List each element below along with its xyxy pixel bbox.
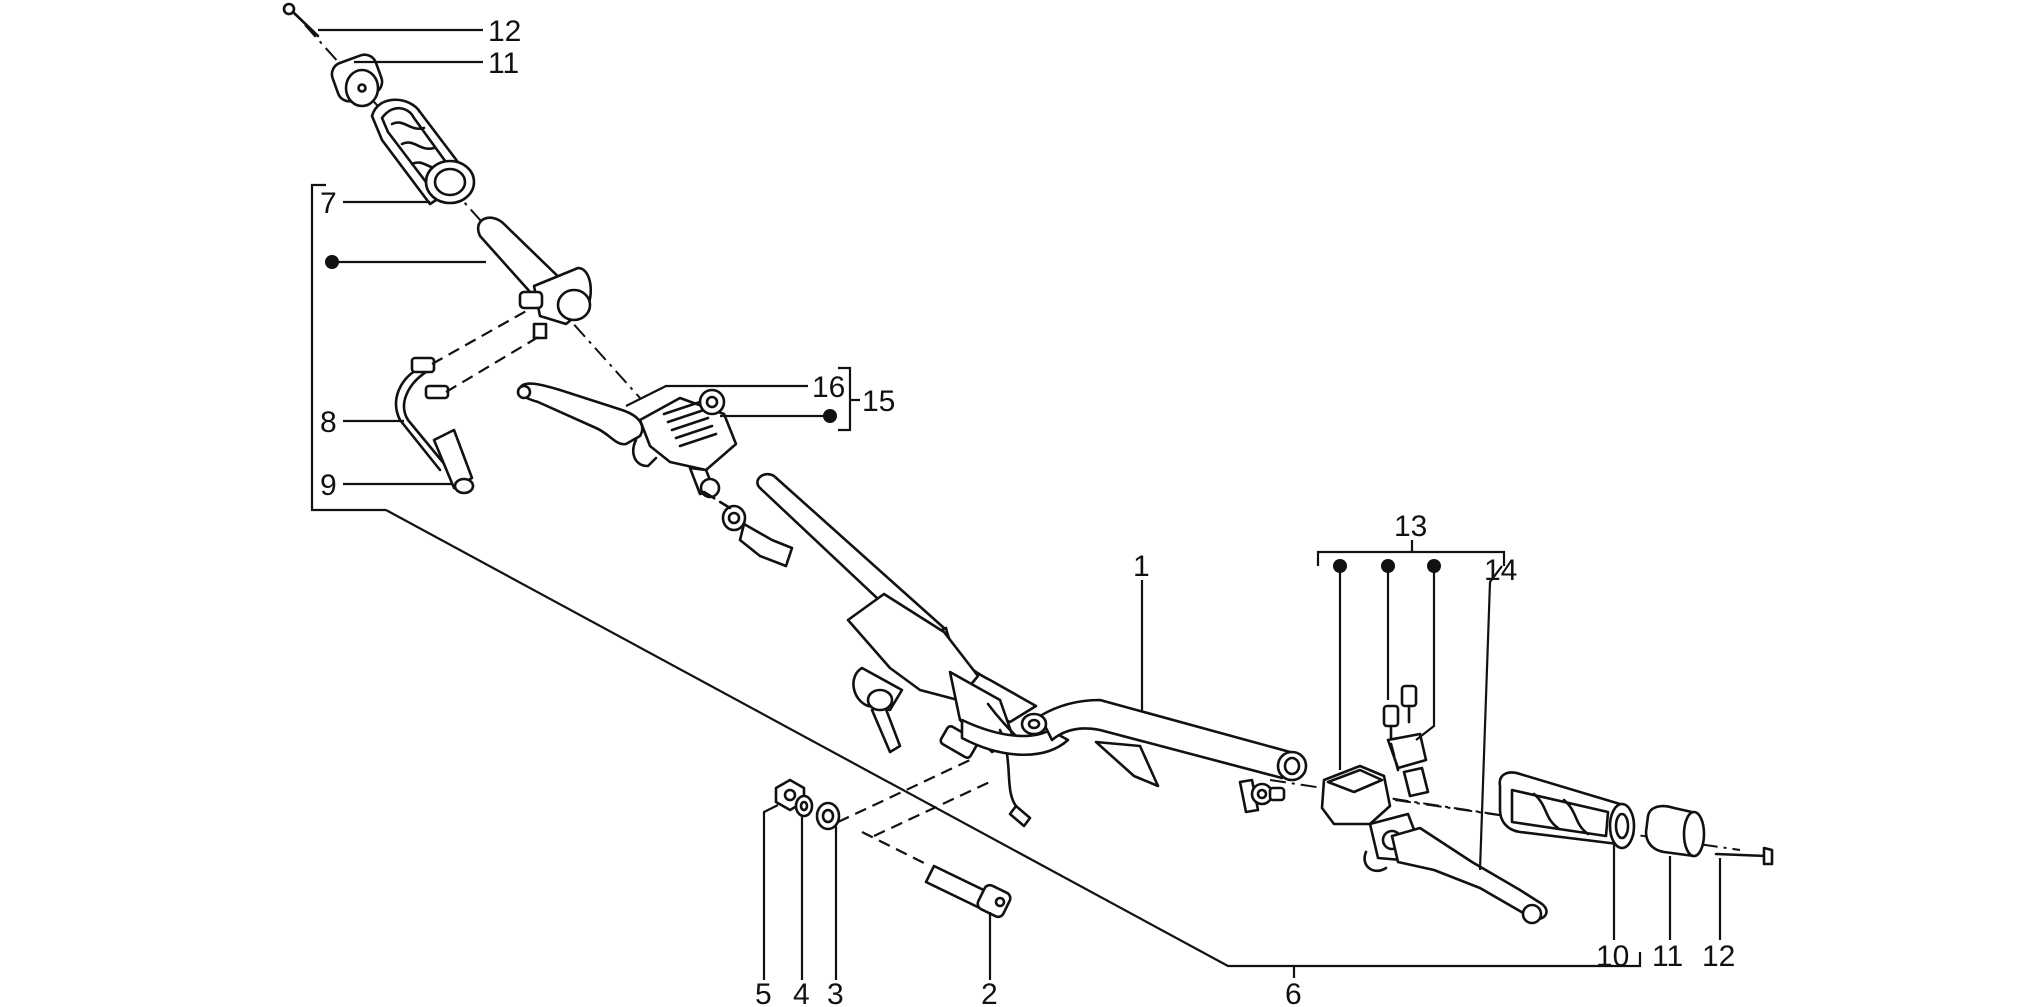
callout-16: 16 <box>812 371 845 404</box>
callout-9: 9 <box>320 469 337 502</box>
callout-6: 6 <box>1285 978 1302 1007</box>
callout-12-top: 12 <box>488 15 521 48</box>
leader-lines <box>310 28 1722 980</box>
callout-12-right: 12 <box>1702 940 1735 973</box>
clamp-screws <box>1382 684 1430 798</box>
bar-end-screw-right <box>1714 846 1774 866</box>
cable-guides <box>431 309 541 393</box>
left-grip <box>370 98 476 206</box>
throttle-tube <box>476 216 592 340</box>
bolt-2 <box>924 864 1012 919</box>
right-brake-hose <box>1238 778 1286 814</box>
callout-11-right: 11 <box>1652 940 1683 973</box>
callout-1: 1 <box>1133 550 1150 583</box>
left-brake-hose <box>702 490 794 568</box>
left-master-cylinder <box>632 388 738 499</box>
callout-4: 4 <box>793 978 810 1007</box>
washer-3 <box>815 801 841 831</box>
bar-end-weight-right <box>1644 804 1706 858</box>
callout-11-top: 11 <box>488 47 519 80</box>
callout-7: 7 <box>320 187 337 220</box>
callout-2: 2 <box>981 978 998 1007</box>
callout-14: 14 <box>1484 554 1517 587</box>
bar-end-screw-top <box>282 2 320 38</box>
handlebar <box>756 472 1308 828</box>
right-grip <box>1498 771 1636 850</box>
callout-labels: 12 11 7 8 9 16 15 1 13 14 10 11 12 6 5 4… <box>320 15 1735 1007</box>
right-lever <box>1390 826 1548 925</box>
callout-10: 10 <box>1596 940 1629 973</box>
bolt-paths <box>837 759 995 867</box>
callout-5: 5 <box>755 978 772 1007</box>
bar-end-weight-top <box>330 53 384 108</box>
callout-3: 3 <box>827 978 844 1007</box>
throttle-cable <box>394 356 475 495</box>
left-lever <box>516 382 644 446</box>
callout-15: 15 <box>862 385 895 418</box>
callout-8: 8 <box>320 406 337 439</box>
callout-13: 13 <box>1394 510 1427 543</box>
washer-4 <box>794 794 814 818</box>
